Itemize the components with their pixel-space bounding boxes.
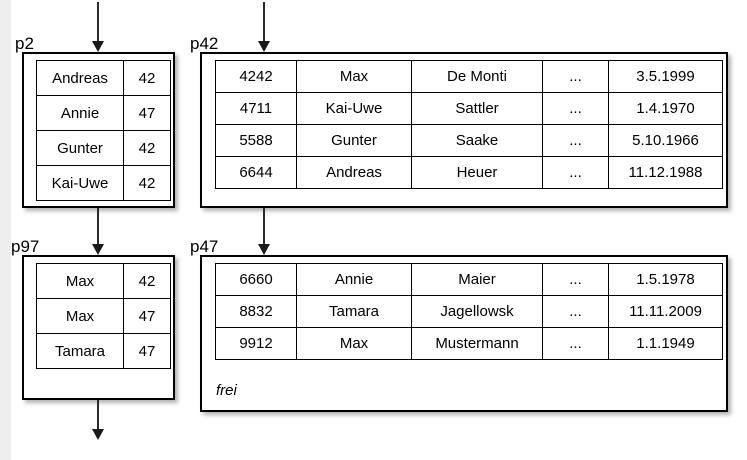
table-row[interactable]: Gunter 42 [36, 130, 171, 166]
cell-first-name: Gunter [296, 124, 412, 157]
cell-bucket: 47 [123, 95, 171, 131]
cell-id: 4711 [215, 92, 297, 125]
table-row[interactable]: Andreas 42 [36, 60, 171, 96]
table-row[interactable]: 8832 Tamara Jagellowsk ... 11.11.2009 [215, 295, 723, 328]
cell-id: 9912 [215, 327, 297, 360]
page-label-p97: p97 [11, 237, 40, 256]
table-row[interactable]: 6644 Andreas Heuer ... 11.12.1988 [215, 156, 723, 189]
page-label-p47: p47 [190, 237, 219, 256]
arrow-into-p42 [258, 2, 270, 52]
cell-bucket: 42 [123, 263, 171, 299]
cell-date: 1.4.1970 [608, 92, 723, 125]
table-row[interactable]: Tamara 47 [36, 333, 171, 369]
page-box-p47[interactable]: 6660 Annie Maier ... 1.5.1978 8832 Tamar… [200, 255, 728, 412]
cell-date: 3.5.1999 [608, 60, 723, 93]
data-table-p42: 4242 Max De Monti ... 3.5.1999 4711 Kai-… [215, 60, 723, 189]
cell-last-name: Sattler [411, 92, 543, 125]
cell-bucket: 42 [123, 60, 171, 96]
cell-name: Max [36, 298, 124, 334]
cell-date: 5.10.1966 [608, 124, 723, 157]
table-row[interactable]: 4711 Kai-Uwe Sattler ... 1.4.1970 [215, 92, 723, 125]
arrow-p42-to-p47 [258, 208, 270, 255]
cell-first-name: Tamara [296, 295, 412, 328]
cell-more: ... [542, 295, 609, 328]
cell-first-name: Andreas [296, 156, 412, 189]
cell-more: ... [542, 327, 609, 360]
cell-id: 4242 [215, 60, 297, 93]
page-label-p2: p2 [15, 34, 34, 53]
cell-bucket: 47 [123, 298, 171, 334]
table-row[interactable]: 6660 Annie Maier ... 1.5.1978 [215, 263, 723, 296]
cell-date: 1.1.1949 [608, 327, 723, 360]
cell-more: ... [542, 124, 609, 157]
cell-id: 6660 [215, 263, 297, 296]
cell-last-name: De Monti [411, 60, 543, 93]
arrow-into-p2 [92, 2, 104, 52]
arrow-p2-to-p97 [92, 208, 104, 255]
cell-name: Annie [36, 95, 124, 131]
table-row[interactable]: 9912 Max Mustermann ... 1.1.1949 [215, 327, 723, 360]
index-table-p97: Max 42 Max 47 Tamara 47 [36, 263, 171, 369]
cell-date: 11.12.1988 [608, 156, 723, 189]
cell-bucket: 42 [123, 130, 171, 166]
cell-last-name: Heuer [411, 156, 543, 189]
cell-date: 1.5.1978 [608, 263, 723, 296]
data-table-p47: 6660 Annie Maier ... 1.5.1978 8832 Tamar… [215, 263, 723, 360]
table-row[interactable]: 4242 Max De Monti ... 3.5.1999 [215, 60, 723, 93]
cell-last-name: Mustermann [411, 327, 543, 360]
cell-name: Gunter [36, 130, 124, 166]
cell-bucket: 47 [123, 333, 171, 369]
cell-name: Max [36, 263, 124, 299]
table-row[interactable]: 5588 Gunter Saake ... 5.10.1966 [215, 124, 723, 157]
cell-first-name: Max [296, 60, 412, 93]
arrow-out-of-p97 [92, 400, 104, 440]
cell-first-name: Annie [296, 263, 412, 296]
cell-more: ... [542, 263, 609, 296]
page-box-p97[interactable]: Max 42 Max 47 Tamara 47 [22, 255, 175, 400]
page-box-p42[interactable]: 4242 Max De Monti ... 3.5.1999 4711 Kai-… [200, 52, 728, 208]
cell-last-name: Maier [411, 263, 543, 296]
cell-id: 8832 [215, 295, 297, 328]
page-box-p2[interactable]: Andreas 42 Annie 47 Gunter 42 Kai-Uwe 42 [22, 52, 175, 208]
cell-more: ... [542, 92, 609, 125]
table-row[interactable]: Annie 47 [36, 95, 171, 131]
free-space-label: frei [216, 382, 237, 399]
left-margin-strip [0, 0, 11, 460]
cell-more: ... [542, 156, 609, 189]
cell-last-name: Saake [411, 124, 543, 157]
index-table-p2: Andreas 42 Annie 47 Gunter 42 Kai-Uwe 42 [36, 60, 171, 201]
cell-id: 6644 [215, 156, 297, 189]
cell-date: 11.11.2009 [608, 295, 723, 328]
cell-first-name: Max [296, 327, 412, 360]
cell-name: Kai-Uwe [36, 165, 124, 201]
cell-first-name: Kai-Uwe [296, 92, 412, 125]
table-row[interactable]: Max 42 [36, 263, 171, 299]
table-row[interactable]: Max 47 [36, 298, 171, 334]
page-label-p42: p42 [190, 34, 219, 53]
cell-more: ... [542, 60, 609, 93]
cell-name: Tamara [36, 333, 124, 369]
cell-id: 5588 [215, 124, 297, 157]
table-row[interactable]: Kai-Uwe 42 [36, 165, 171, 201]
cell-last-name: Jagellowsk [411, 295, 543, 328]
cell-bucket: 42 [123, 165, 171, 201]
cell-name: Andreas [36, 60, 124, 96]
